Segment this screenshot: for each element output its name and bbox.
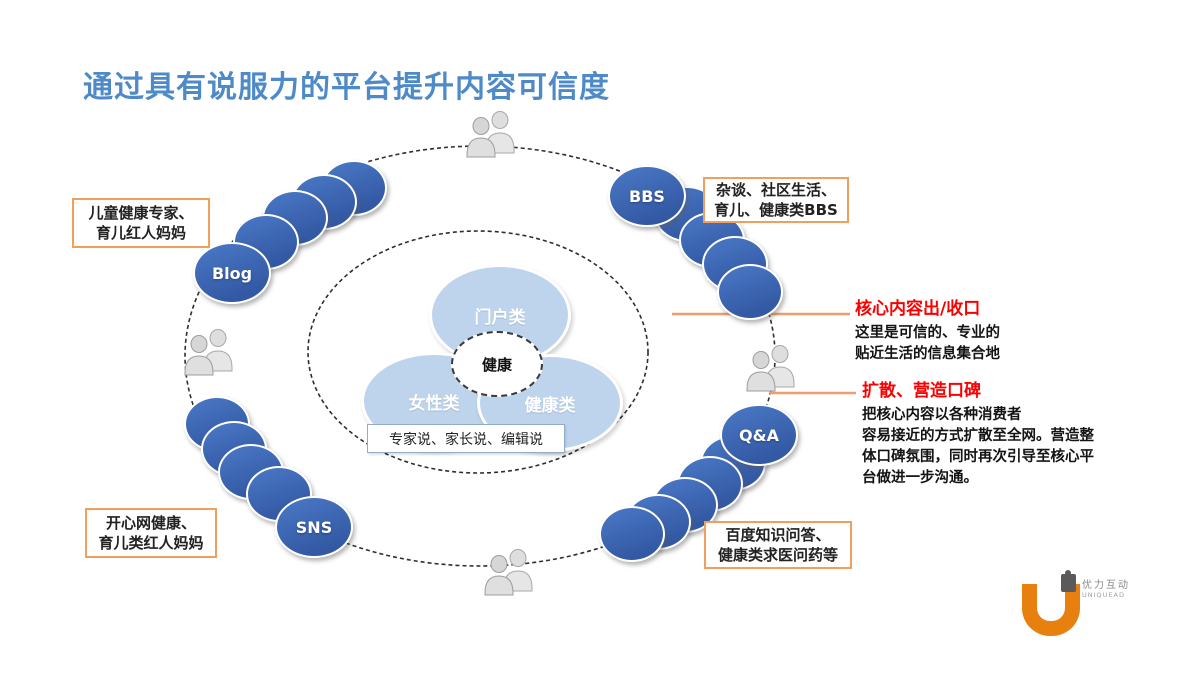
people-icon-top [466, 111, 515, 158]
annotation-spread-line2: 容易接近的方式扩散至全网。营造整 [862, 428, 1094, 444]
logo-figure-icon [1061, 570, 1076, 592]
callout-bbs-line1: 杂谈、社区生活、 [715, 181, 836, 199]
callout-bbs-line2: 育儿、健康类BBS [714, 201, 838, 219]
callout-qa-line1: 百度知识问答、 [725, 526, 831, 544]
callout-box-blog: 儿童健康专家、 育儿红人妈妈 [72, 198, 210, 248]
qa-chain-circle [599, 506, 665, 562]
bbs-chain-circle [717, 264, 783, 320]
bbs-node-label: BBS [629, 186, 665, 206]
callout-qa-line2: 健康类求医问药等 [717, 546, 838, 564]
annotation-core-out: 核心内容出/收口 这里是可信的、专业的 贴近生活的信息集合地 [855, 294, 1000, 365]
callout-sns-line2: 育儿类红人妈妈 [98, 534, 204, 552]
qa-node-label: Q&A [739, 425, 779, 445]
blog-node-label: Blog [211, 263, 253, 283]
callout-box-sns: 开心网健康、 育儿类红人妈妈 [85, 508, 217, 558]
people-icon-right [746, 345, 795, 392]
voices-label: 专家说、家长说、编辑说 [389, 431, 543, 448]
core-label: 健康 [481, 355, 512, 374]
people-icon-bottom [484, 549, 533, 596]
annotation-spread-line1: 把核心内容以各种消费者 [862, 407, 1022, 423]
voices-box: 专家说、家长说、编辑说 [367, 424, 565, 453]
logo-u-icon [1022, 584, 1080, 636]
callout-box-bbs: 杂谈、社区生活、 育儿、健康类BBS [703, 177, 849, 223]
callout-blog-line2: 育儿红人妈妈 [95, 224, 186, 242]
callout-box-qa: 百度知识问答、 健康类求医问药等 [704, 521, 852, 569]
sns-node: SNS [275, 496, 353, 558]
core-ellipse: 健康 [451, 331, 543, 397]
annotation-core-line1: 这里是可信的、专业的 [855, 325, 1000, 341]
logo-text-en: UNIQUEAD [1082, 591, 1125, 599]
petal-health-label: 健康类 [524, 395, 576, 416]
annotation-spread-line4: 台做进一步沟通。 [862, 470, 978, 486]
slide-title: 通过具有说服力的平台提升内容可信度 [83, 70, 610, 105]
qa-node: Q&A [720, 404, 798, 466]
callout-blog-line1: 儿童健康专家、 [88, 204, 194, 222]
blog-node: Blog [193, 242, 271, 304]
sns-node-label: SNS [295, 517, 333, 537]
petal-female-label: 女性类 [408, 393, 460, 414]
people-icon-left [184, 329, 233, 376]
annotation-spread-heading: 扩散、营造口碑 [862, 381, 981, 401]
callout-sns-line1: 开心网健康、 [105, 514, 196, 532]
annotation-spread-line3: 体口碑氛围，同时再次引导至核心平 [862, 449, 1094, 465]
inner-dashed-ring [307, 230, 649, 474]
uniquead-logo: 优力互动 UNIQUEAD [1020, 570, 1180, 649]
petal-portal-label: 门户类 [474, 307, 526, 328]
bbs-node: BBS [608, 165, 686, 227]
annotation-core-line2: 贴近生活的信息集合地 [855, 346, 1000, 362]
annotation-core-heading: 核心内容出/收口 [855, 299, 981, 319]
annotation-spread: 扩散、营造口碑 把核心内容以各种消费者 容易接近的方式扩散至全网。营造整 体口碑… [862, 376, 1094, 489]
logo-text-cn: 优力互动 [1082, 580, 1130, 591]
